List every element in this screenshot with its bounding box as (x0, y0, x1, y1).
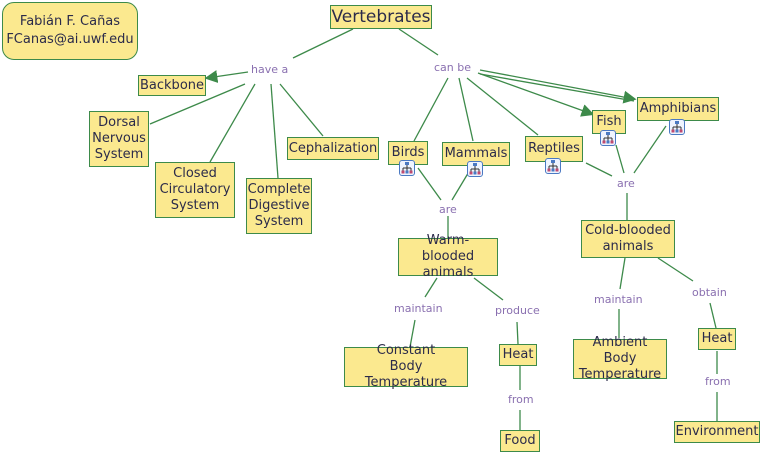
concept-reptiles[interactable]: Reptiles (525, 136, 583, 162)
concept-heat-cold[interactable]: Heat (698, 328, 736, 350)
concept-map-link-icon (547, 160, 559, 172)
line-warm-produce (473, 277, 504, 301)
submap-reptiles[interactable] (545, 158, 561, 174)
submap-fish[interactable] (600, 130, 616, 146)
author-email[interactable]: FCanas@ai.uwf.edu (6, 32, 134, 47)
concept-dorsal-nervous-system[interactable]: Dorsal Nervous System (89, 111, 149, 167)
line-canbe-birds (413, 77, 449, 142)
link-are-cold[interactable]: are (615, 177, 637, 190)
line-havea-complete (270, 83, 279, 179)
concept-amphibians[interactable]: Amphibians (637, 97, 719, 121)
submap-mammals[interactable] (467, 161, 483, 177)
line-produce-heat (516, 321, 519, 345)
concept-complete-digestive-system[interactable]: Complete Digestive System (246, 178, 312, 234)
line-amph-are (633, 125, 667, 174)
line-vertebrates-canbe (398, 28, 439, 56)
link-from-food[interactable]: from (506, 393, 536, 406)
link-have-a[interactable]: have a (249, 63, 291, 76)
line-maintain-constant (409, 319, 416, 348)
line-cold-maintain (619, 257, 626, 290)
author-card: Fabián F. Cañas FCanas@ai.uwf.edu (2, 2, 138, 60)
line-warm-maintain (424, 277, 438, 298)
link-can-be[interactable]: can be (432, 61, 474, 74)
line-obtain-heat (709, 302, 717, 329)
concept-closed-circulatory-system[interactable]: Closed Circulatory System (155, 162, 235, 218)
line-havea-dorsal (149, 83, 246, 125)
line-vertebrates-havea (292, 28, 354, 59)
link-maintain-cold[interactable]: maintain (592, 293, 645, 306)
link-obtain[interactable]: obtain (690, 286, 729, 299)
concept-warm-blooded-animals[interactable]: Warm-blooded animals (398, 233, 498, 280)
concept-map-link-icon (469, 163, 481, 175)
author-name: Fabián F. Cañas (19, 14, 121, 29)
submap-amphibians[interactable] (669, 119, 685, 135)
concept-map-link-icon (401, 162, 413, 174)
line-havea-backbone (204, 70, 249, 83)
line-canbe-amph (479, 69, 637, 104)
line-canbe-fish (477, 72, 595, 117)
line-birds-are (417, 167, 442, 201)
line-havea-closed (209, 83, 256, 163)
line-canbe-mammals (458, 77, 474, 142)
line-canbe-amph2 (479, 73, 635, 102)
concept-environment[interactable]: Environment (674, 421, 760, 443)
concept-food[interactable]: Food (500, 430, 540, 452)
concept-birds[interactable]: Birds (388, 141, 428, 165)
concept-map-link-icon (602, 132, 614, 144)
link-maintain-warm[interactable]: maintain (392, 302, 445, 315)
concept-heat-warm[interactable]: Heat (499, 344, 537, 366)
concept-vertebrates[interactable]: Vertebrates (330, 5, 432, 29)
submap-birds[interactable] (399, 160, 415, 176)
concept-ambient-body-temperature[interactable]: Ambient Body Temperature (573, 335, 667, 382)
link-are-warm[interactable]: are (437, 203, 459, 216)
line-canbe-reptiles (466, 77, 539, 136)
line-fish-are (615, 144, 625, 174)
concept-cold-blooded-animals[interactable]: Cold-blooded animals (581, 220, 675, 258)
concept-map-link-icon (671, 121, 683, 133)
link-produce[interactable]: produce (493, 304, 542, 317)
concept-cephalization[interactable]: Cephalization (287, 137, 379, 160)
line-cold-obtain (657, 257, 694, 282)
line-havea-ceph (279, 83, 324, 137)
concept-mammals[interactable]: Mammals (442, 142, 510, 166)
line-reptiles-are (585, 162, 613, 177)
concept-constant-body-temperature[interactable]: Constant Body Temperature (344, 343, 468, 390)
link-from-environment[interactable]: from (703, 375, 733, 388)
concept-backbone[interactable]: Backbone (138, 75, 206, 96)
